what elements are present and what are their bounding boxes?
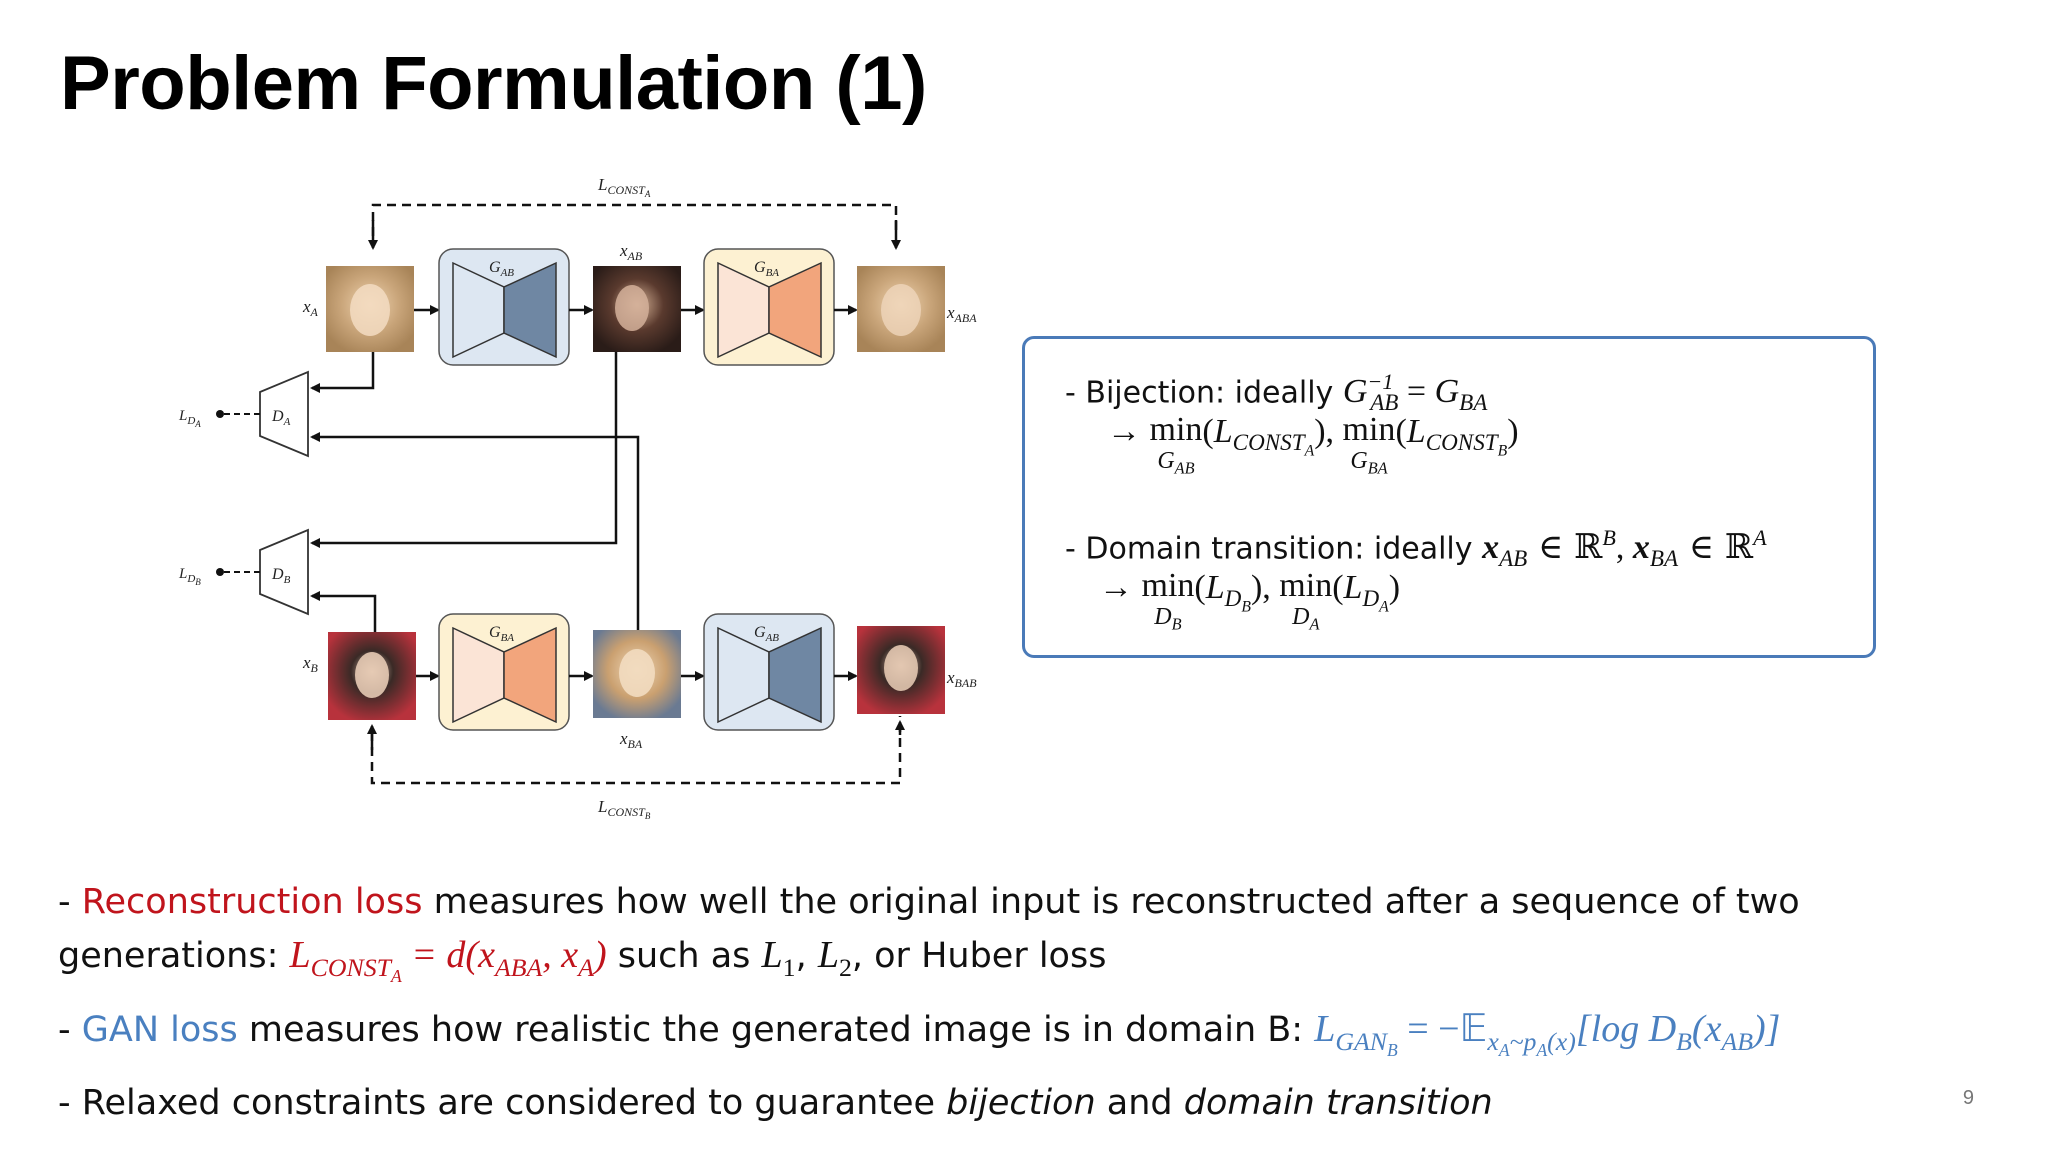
svg-text:LDA: LDA [178,408,201,429]
bullet-reconstruction-formula: generations: LCONSTA = d(xABA, xA) such … [58,934,1107,987]
x-bab-label: xBAB [946,668,977,690]
l-const-a-label: L [597,175,607,194]
l-const-b-loop: LCONSTB [367,716,905,821]
discriminator-d-b: DB LDB [178,528,309,616]
generator-g-ba-bottom: GBA [438,613,570,731]
generator-g-ab-bottom: GAB [703,613,835,731]
l-const-a-loop: LCONSTA [368,175,901,250]
svg-text:LCONSTB: LCONSTB [597,797,651,821]
x-b-label: xB [302,653,319,675]
bullet-reconstruction: - Reconstruction loss measures how well … [58,882,1800,922]
svg-text:DB: DB [271,566,291,586]
gan-architecture-diagram: LCONSTA xA GAB xAB GBA xABA DA LDA D [178,175,977,821]
bullet-relaxed-constraints: - Relaxed constraints are considered to … [58,1083,1493,1124]
svg-text:GBA: GBA [489,624,514,644]
gan-loss-term: GAN loss [81,1010,238,1051]
x-a-label: xA [302,297,319,319]
x-ab-label: xAB [619,241,643,263]
generator-g-ba-top: GBA [703,248,835,366]
bullet-gan-loss: - GAN loss measures how realistic the ge… [58,1008,1781,1061]
x-aba-label: xABA [946,303,977,325]
discriminator-d-a: DA LDA [178,370,309,458]
domain-transition-line: - Domain transition: ideally xAB ∈ ℝB, x… [1065,525,1767,573]
bijection-line: - Bijection: ideally G−1AB = GBA [1065,369,1488,417]
svg-text:GBA: GBA [754,259,779,279]
svg-text:LDB: LDB [178,566,201,587]
svg-text:GAB: GAB [489,259,514,279]
svg-text:LCONSTA: LCONSTA [597,175,651,199]
svg-text:GAB: GAB [754,624,779,644]
generator-g-ab-top: GAB [438,248,570,366]
svg-text:DA: DA [271,408,291,428]
page-title: Problem Formulation (1) [60,41,927,126]
explanation-bullets: - Reconstruction loss measures how well … [58,876,1998,1130]
x-ba-label: xBA [619,729,643,751]
reconstruction-loss-term: Reconstruction loss [81,882,423,922]
l-const-b-label: L [597,797,607,816]
page-number: 9 [1962,1087,1974,1109]
